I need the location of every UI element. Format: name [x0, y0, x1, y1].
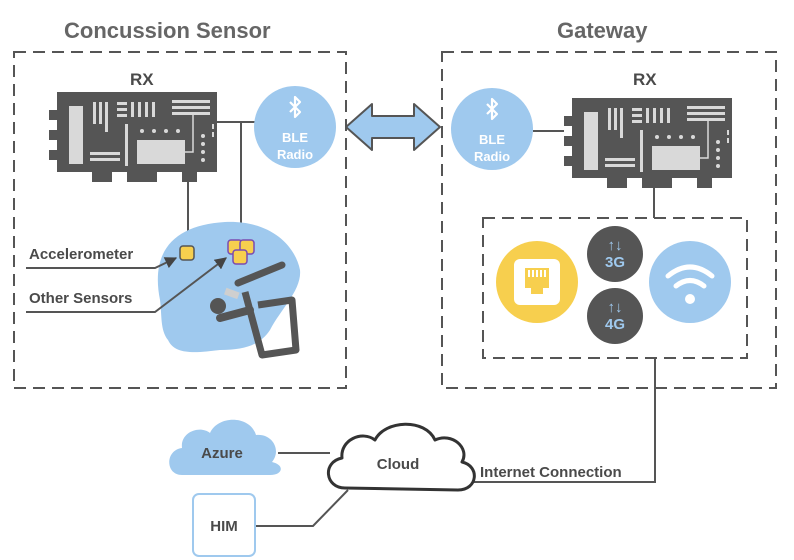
svg-text:3G: 3G [605, 254, 625, 271]
accelerometer-chip-icon [179, 245, 195, 261]
sensor-rx-label: RX [130, 70, 154, 89]
sensor-ble-radio: BLE Radio [254, 86, 336, 168]
other-sensors-label: Other Sensors [29, 290, 132, 307]
sensor-rx-board-icon [48, 91, 218, 183]
accelerometer-label: Accelerometer [29, 246, 133, 263]
internet-connection-wire [470, 358, 656, 483]
other-sensors-pointer [26, 257, 227, 313]
gateway-boundary [441, 51, 777, 389]
svg-text:BLE: BLE [282, 130, 308, 145]
svg-text:Azure: Azure [201, 445, 243, 462]
svg-text:4G: 4G [605, 316, 625, 333]
wifi-icon [649, 241, 731, 323]
sensor-boundary [13, 51, 347, 389]
sensor-title: Concussion Sensor [64, 18, 271, 43]
connectivity-box [482, 217, 748, 359]
accelerometer-pointer [26, 257, 178, 269]
other-sensors-chips-icon [227, 239, 255, 265]
svg-text:Cloud: Cloud [377, 456, 420, 473]
gateway-title: Gateway [557, 18, 648, 43]
ethernet-port-icon [496, 241, 578, 323]
azure-cloud-icon: Azure [169, 419, 281, 475]
svg-text:Radio: Radio [474, 149, 510, 164]
cellular-4g-icon: ↑↓ 4G [587, 288, 643, 344]
cellular-3g-icon: ↑↓ 3G [587, 226, 643, 282]
svg-text:HIM: HIM [210, 518, 238, 535]
cloud-icon: Cloud [326, 422, 476, 492]
him-to-cloud-wire [256, 489, 349, 527]
him-box: HIM [192, 493, 256, 557]
gateway-ble-radio: BLE Radio [451, 88, 533, 170]
gateway-rx-board-icon [563, 97, 733, 189]
svg-text:Radio: Radio [277, 147, 313, 162]
bidirectional-ble-link-arrow [345, 103, 441, 151]
internet-connection-label: Internet Connection [480, 464, 622, 481]
svg-text:BLE: BLE [479, 132, 505, 147]
gateway-rx-label: RX [633, 70, 657, 89]
svg-text:↑↓: ↑↓ [608, 237, 623, 254]
svg-text:↑↓: ↑↓ [608, 299, 623, 316]
